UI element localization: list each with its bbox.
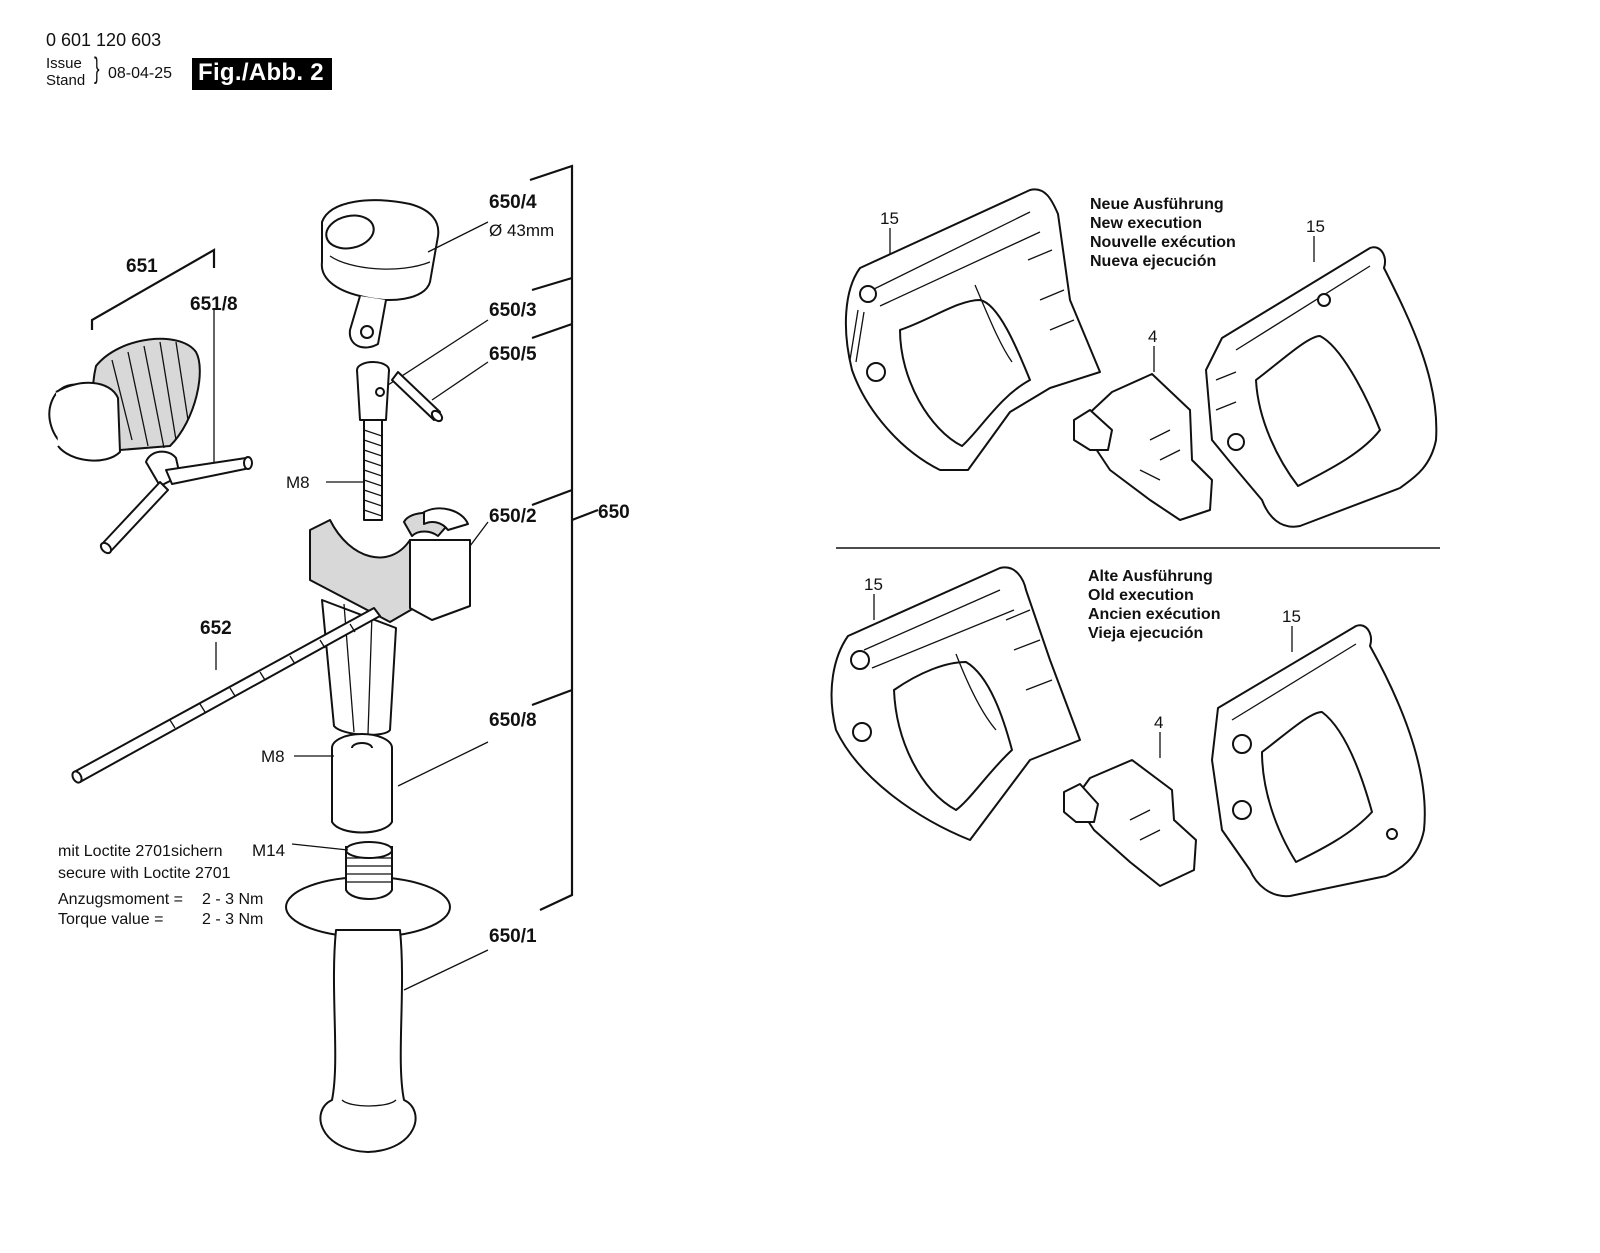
new-execution-group: 15 15 4 Neue Ausführung New execution No… [844,188,1438,528]
label-4-old: 4 [1154,713,1163,732]
old-execution-group: 15 15 4 Alte Ausführung Old execution An… [830,566,1426,898]
switch-4-new [1073,373,1213,521]
group-650-bracket [529,164,599,911]
handle-650-1 [285,841,451,1153]
label-650-1: 650/1 [489,926,537,947]
label-652: 652 [200,618,232,639]
issue-brace: } [94,52,100,85]
new-execution-line3: Nouvelle exécution [1090,234,1236,251]
label-650-2: 650/2 [489,506,537,527]
left-assembly: 650/4 Ø 43mm 650/3 650/5 M8 650/2 650 65… [48,164,630,1153]
label-650-8: 650/8 [489,710,537,731]
leader-650-1 [403,949,489,991]
label-650-5: 650/5 [489,344,537,365]
clamp-band-650-4 [320,199,440,349]
label-650-4: 650/4 [489,192,537,213]
label-650-4-diameter: Ø 43mm [489,221,554,240]
leader-m14 [291,843,349,851]
label-15-right-new: 15 [1306,217,1325,236]
label-651-8: 651/8 [190,294,238,315]
chuck-key-651-8 [99,450,253,555]
housing-shell-right-new [1205,246,1438,528]
note-line2: secure with Loctite 2701 [58,865,231,882]
leader-650-4 [427,221,489,253]
label-650-3: 650/3 [489,300,537,321]
leader-650-3 [387,319,489,386]
note-line3-label: Anzugsmoment = [58,891,183,908]
leader-650-2 [469,521,489,547]
leader-650-8 [397,741,489,787]
screw-650-3 [356,361,390,521]
issue-label: Issue Stand [46,55,85,89]
old-execution-line4: Vieja ejecución [1088,625,1203,642]
note-line4-value: 2 - 3 Nm [202,911,263,928]
note-line1: mit Loctite 2701sichern [58,843,223,860]
loctite-note: mit Loctite 2701sichern secure with Loct… [58,843,263,928]
chuck-651 [48,337,201,462]
nut-650-8 [331,733,393,834]
new-execution-line1: Neue Ausführung [1090,196,1224,213]
figure-badge: Fig./Abb. 2 [192,58,332,90]
document-number: 0 601 120 603 [46,30,162,50]
label-15-left-old: 15 [864,575,883,594]
new-execution-line4: Nueva ejecución [1090,253,1216,270]
old-execution-line3: Ancien exécution [1088,606,1220,623]
label-650: 650 [598,502,630,523]
label-15-right-old: 15 [1282,607,1301,626]
old-execution-line2: Old execution [1088,587,1194,604]
label-651: 651 [126,256,158,277]
housing-shell-left-old [830,566,1081,841]
old-execution-line1: Alte Ausführung [1088,568,1213,585]
depth-holder-650-2 [309,507,471,736]
label-m14: M14 [252,841,285,860]
switch-4-old [1063,759,1197,887]
depth-rod-652 [71,607,381,784]
label-4-new: 4 [1148,327,1157,346]
leader-650-5 [431,361,489,401]
note-line4-label: Torque value = [58,911,163,928]
new-execution-line2: New execution [1090,215,1202,232]
housing-shell-right-old [1211,624,1426,898]
note-line3-value: 2 - 3 Nm [202,891,263,908]
label-m8-bottom: M8 [261,747,285,766]
label-15-left-new: 15 [880,209,899,228]
housing-shell-left-new [844,188,1101,471]
group-651-bracket [90,248,216,330]
issue-date: 08-04-25 [108,65,173,82]
issue-label-line1: Issue [46,55,82,72]
pin-650-5 [391,371,444,423]
issue-label-line2: Stand [46,72,86,89]
label-m8-top: M8 [286,473,310,492]
